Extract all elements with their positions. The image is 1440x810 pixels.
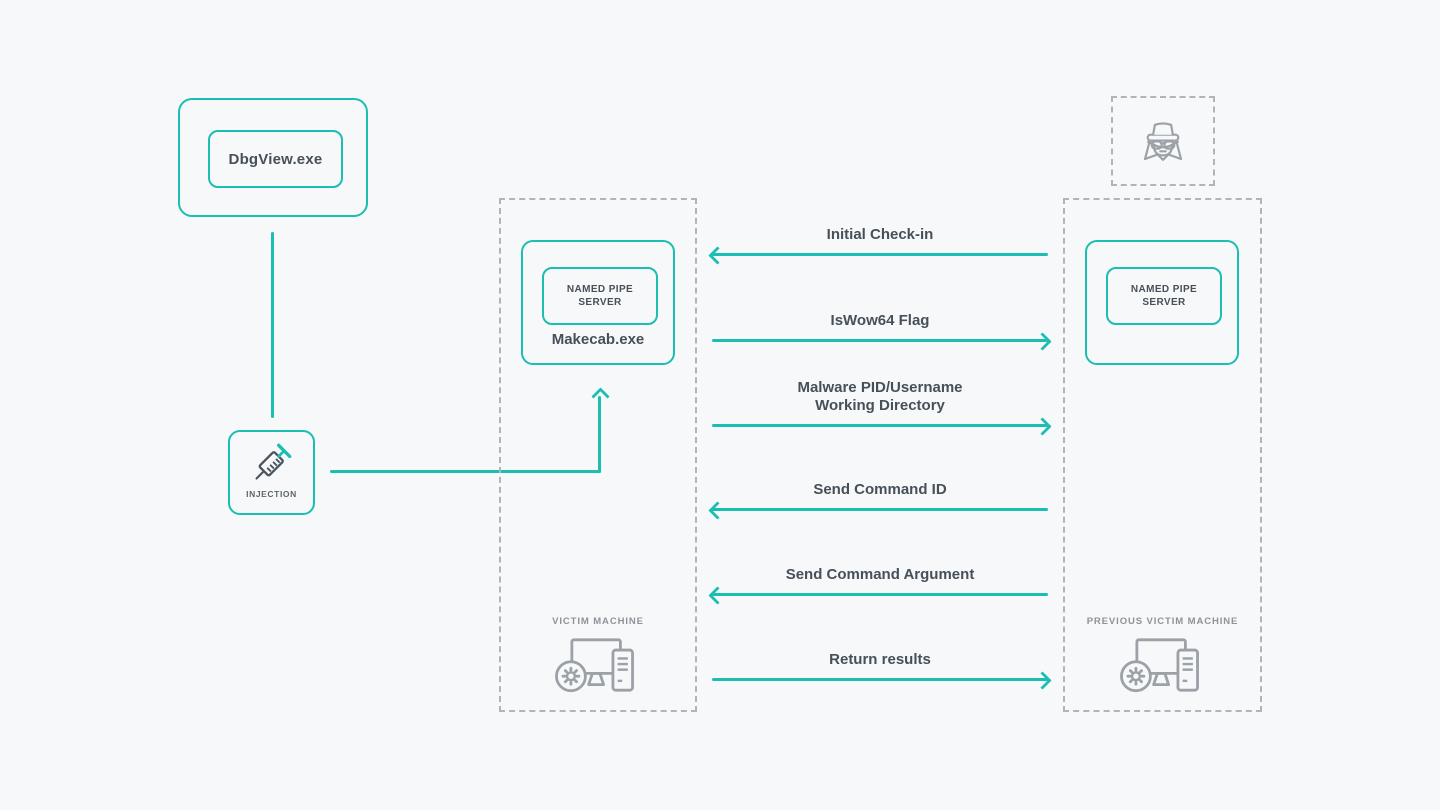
victim-machine-label: VICTIM MACHINE (552, 616, 644, 627)
makecab-box: NAMED PIPE SERVER Makecab.exe (521, 240, 675, 365)
previous-victim-process-box: NAMED PIPE SERVER (1085, 240, 1239, 365)
initial-check-in-arrow-left (712, 253, 1048, 256)
send-command-id-label: Send Command ID (813, 481, 947, 498)
makecab-label: Makecab.exe (551, 331, 645, 348)
spy-icon (1134, 114, 1192, 168)
dbgview-box: DbgView.exe (208, 130, 343, 188)
dbgview-label: DbgView.exe (228, 150, 323, 168)
computer-gear-icon (553, 637, 643, 693)
dbgview-container: DbgView.exe (178, 98, 368, 217)
victim-machine-container: NAMED PIPE SERVER Makecab.exe VICTIM MAC… (499, 198, 697, 712)
message-row-send-command-id: Send Command ID (712, 481, 1048, 511)
malware-pid-arrow-right (712, 424, 1048, 427)
return-results-label: Return results (829, 651, 931, 668)
iswow64-flag-label: IsWow64 Flag (830, 312, 930, 329)
malware-pid-label: Malware PID/Username Working Directory (797, 379, 963, 414)
injection-label: INJECTION (246, 489, 297, 499)
iswow64-flag-arrow-right (712, 339, 1048, 342)
injection-to-makecab-line-vertical (598, 396, 601, 473)
previous-victim-machine-container: NAMED PIPE SERVER PREVIOUS VICTIM MACHIN… (1063, 198, 1262, 712)
message-row-malware-pid: Malware PID/Username Working Directory (712, 379, 1048, 427)
attacker-box (1111, 96, 1215, 186)
send-command-id-arrow-left (712, 508, 1048, 511)
send-command-argument-label: Send Command Argument (785, 566, 975, 583)
previous-named-pipe-server-box: NAMED PIPE SERVER (1106, 267, 1222, 325)
message-row-return-results: Return results (712, 651, 1048, 681)
return-results-arrow-right (712, 678, 1048, 681)
message-row-initial-check-in: Initial Check-in (712, 226, 1048, 256)
computer-gear-icon (1118, 637, 1208, 693)
syringe-icon (247, 438, 297, 488)
injection-to-makecab-line-horizontal (330, 470, 601, 473)
injection-box: INJECTION (228, 430, 315, 515)
previous-named-pipe-server-label: NAMED PIPE SERVER (1130, 283, 1198, 309)
send-command-argument-arrow-left (712, 593, 1048, 596)
victim-named-pipe-server-box: NAMED PIPE SERVER (542, 267, 658, 325)
dbgview-to-injection-line (271, 232, 274, 418)
message-row-iswow64-flag: IsWow64 Flag (712, 312, 1048, 342)
previous-victim-machine-label: PREVIOUS VICTIM MACHINE (1086, 616, 1239, 627)
victim-named-pipe-server-label: NAMED PIPE SERVER (566, 283, 634, 309)
message-row-send-command-argument: Send Command Argument (712, 566, 1048, 596)
initial-check-in-label: Initial Check-in (826, 226, 934, 243)
